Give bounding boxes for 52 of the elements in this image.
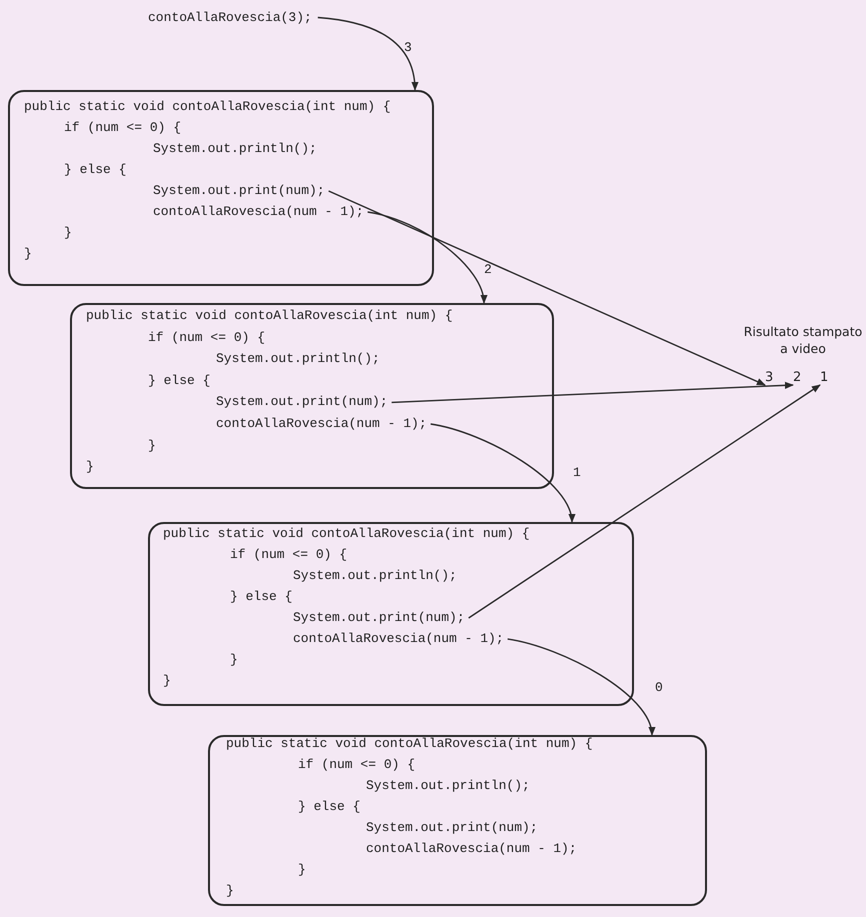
- code-box: [148, 522, 634, 706]
- code-line: if (num <= 0) {: [148, 330, 266, 346]
- code-line: }: [226, 883, 234, 899]
- code-line: }: [230, 652, 238, 668]
- code-line: System.out.println();: [366, 778, 530, 794]
- edge-label: 2: [484, 262, 492, 277]
- code-line: contoAllaRovescia(num - 1);: [216, 416, 427, 432]
- edge-label: 1: [573, 465, 581, 480]
- code-line: }: [86, 459, 94, 476]
- code-line: } else {: [148, 372, 210, 389]
- arrow: [508, 638, 654, 736]
- arrow: [328, 190, 766, 386]
- output-number: 1: [820, 370, 828, 385]
- code-line: contoAllaRovescia(num - 1);: [153, 204, 364, 220]
- code-line: System.out.print(num);: [153, 183, 325, 199]
- code-line: }: [298, 862, 306, 878]
- code-line: System.out.println();: [216, 351, 380, 368]
- edge-label: 0: [655, 680, 663, 695]
- output-number: 3: [765, 370, 774, 385]
- code-line: if (num <= 0) {: [64, 120, 182, 136]
- code-line: if (num <= 0) {: [298, 757, 416, 773]
- arrow: [368, 211, 486, 304]
- code-line: System.out.print(num);: [293, 610, 465, 626]
- code-line: System.out.println();: [153, 141, 317, 157]
- edge-label: 3: [404, 40, 412, 55]
- code-line: }: [163, 673, 171, 689]
- code-line: }: [24, 246, 32, 262]
- code-line: public static void contoAllaRovescia(int num) {: [163, 526, 530, 542]
- code-box: [208, 735, 707, 906]
- code-line: System.out.print(num);: [366, 820, 538, 836]
- code-box: [70, 303, 554, 489]
- code-line: System.out.println();: [293, 568, 457, 584]
- code-line: public static void contoAllaRovescia(int num) {: [226, 736, 593, 752]
- arrow: [392, 382, 794, 404]
- code-line: }: [64, 225, 72, 241]
- code-box: [8, 90, 434, 286]
- code-line: }: [148, 438, 156, 454]
- code-call-text: contoAllaRovescia(3);: [148, 10, 312, 25]
- code-line: public static void contoAllaRovescia(int num) {: [24, 99, 391, 115]
- caption-text: Risultato stampato a video: [740, 323, 866, 357]
- arrow: [318, 16, 418, 91]
- code-line: public static void contoAllaRovescia(int num) {: [86, 308, 453, 324]
- output-number: 2: [793, 370, 802, 385]
- code-line: contoAllaRovescia(num - 1);: [293, 631, 504, 647]
- arrow: [468, 384, 821, 619]
- code-line: } else {: [64, 162, 126, 178]
- code-line: contoAllaRovescia(num - 1);: [366, 841, 577, 857]
- arrow: [430, 423, 574, 523]
- code-line: } else {: [230, 589, 292, 605]
- code-line: } else {: [298, 799, 360, 815]
- code-line: if (num <= 0) {: [230, 547, 348, 563]
- code-line: System.out.print(num);: [216, 394, 388, 410]
